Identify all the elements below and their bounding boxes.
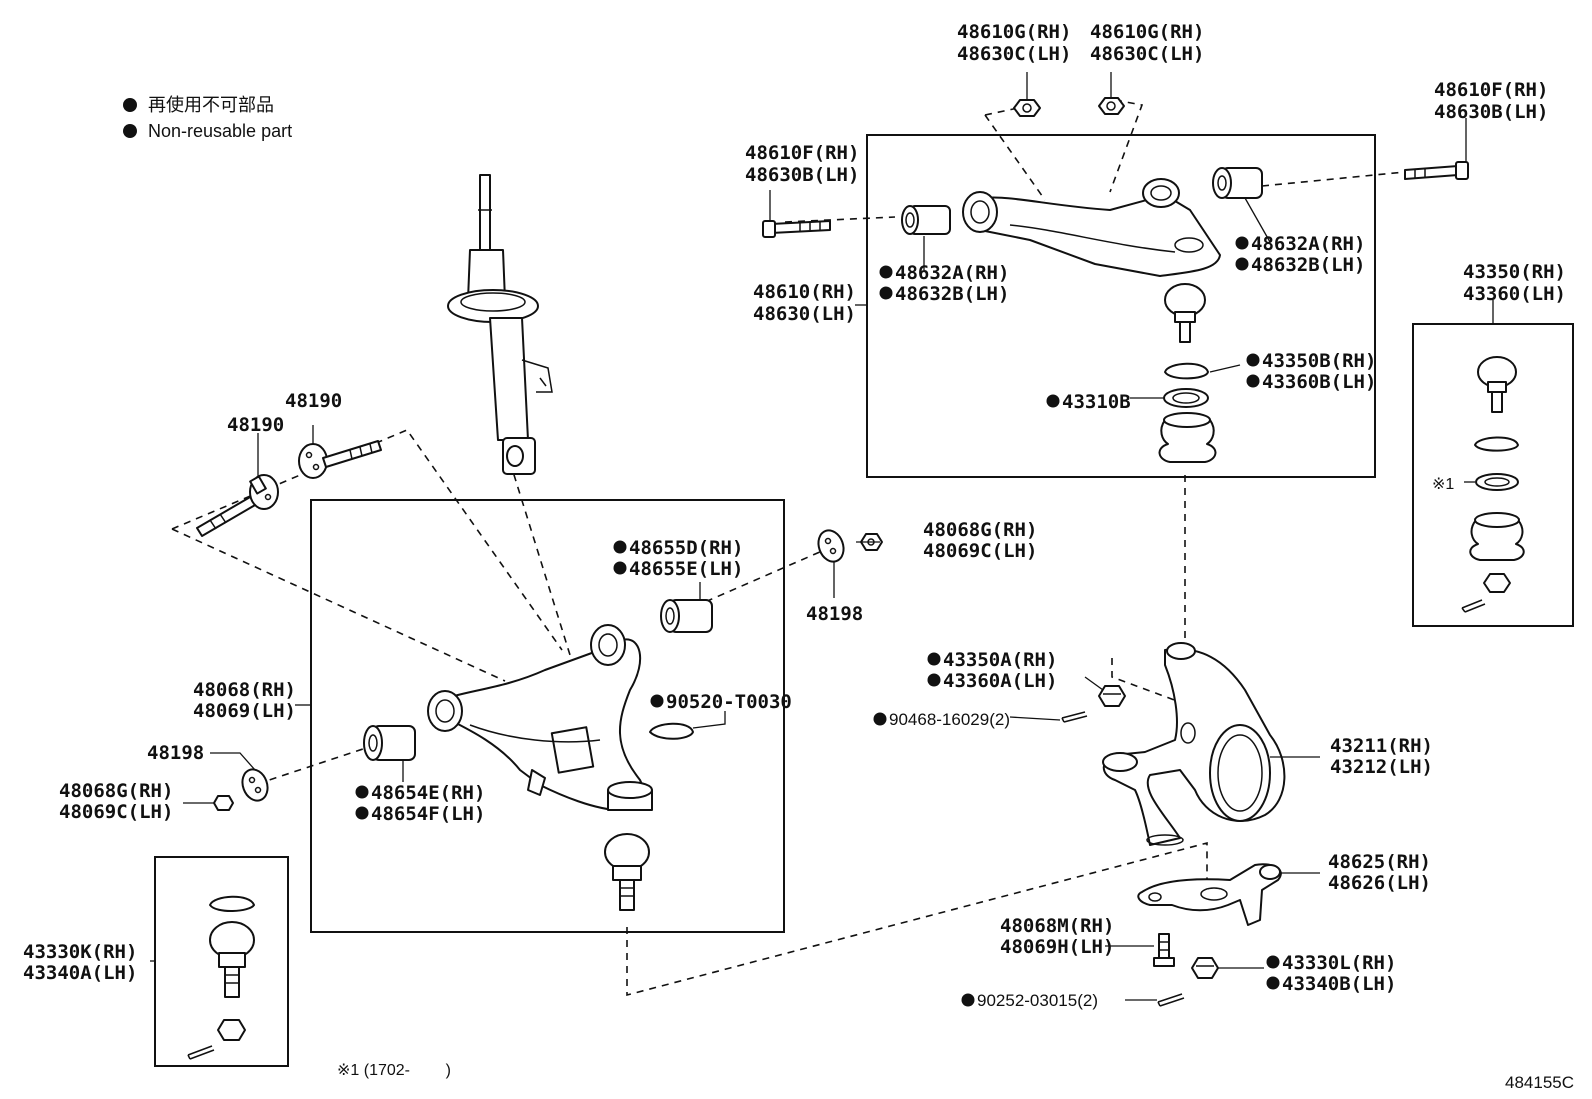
labels: 48610G(RH) 48630C(LH) 48610G(RH) 48630C(… [23, 21, 1577, 1092]
kit-ball-joint [1461, 356, 1525, 613]
svg-text:48632A(RH) 48632B(LH): 48632A(RH) 48632B(LH) [1251, 233, 1377, 276]
cotter-pin [1157, 993, 1185, 1007]
upper-nut-1-label: 48610G(RH) 48630C(LH) [957, 21, 1083, 65]
cam-nut-left [213, 795, 234, 811]
rear-bush-label: 48655D(RH) 48655E(LH) [613, 537, 755, 580]
upper-bush-left-label: 48632A(RH) 48632B(LH) [879, 262, 1021, 305]
upper-nut-2 [1098, 97, 1125, 115]
lower-ball-joint [604, 833, 650, 911]
legend: 再使用不可部品 Non-reusable part [123, 95, 292, 141]
upper-arm-box [866, 134, 1376, 478]
snap-ring-lower-label: 90520-T0030 [650, 691, 792, 713]
cam-plate-right-label: 48198 [806, 603, 863, 625]
reference-lines [171, 99, 1406, 997]
strut-bolt-2-label: 48190 [285, 390, 342, 412]
svg-text:43350B(RH) 43360B(LH): 43350B(RH) 43360B(LH) [1262, 350, 1388, 393]
upper-boot [1158, 412, 1217, 463]
lower-ball-nut-label: 43330L(RH) 43340B(LH) [1266, 952, 1408, 995]
strut-bolt-1 [196, 474, 279, 537]
upper-bolt-right-label: 48610F(RH) 48630B(LH) [1434, 79, 1560, 123]
upper-ball-joint [1164, 283, 1206, 343]
upper-arm [962, 178, 1221, 277]
knuckle-nut-label: 43350A(RH) 43360A(LH) [927, 649, 1069, 692]
svg-text:43350A(RH) 43360A(LH): 43350A(RH) 43360A(LH) [943, 649, 1069, 692]
upper-nut-2-label: 48610G(RH) 48630C(LH) [1090, 21, 1216, 65]
strut-bolt-1-label: 48190 [227, 414, 284, 436]
rear-bush [660, 599, 713, 633]
upper-bolt-left [762, 220, 831, 238]
box-lower-ball-joint [187, 895, 255, 1060]
svg-text:90468-16029(2): 90468-16029(2) [889, 710, 1010, 729]
lower-arm-label: 48068(RH) 48069(LH) [193, 679, 307, 722]
lower-snap-ring [649, 722, 694, 740]
cam-plate-left-label: 48198 [147, 742, 204, 764]
kit-note-mark: ※1 [1432, 476, 1454, 493]
knuckle-label: 43211(RH) 43212(LH) [1330, 735, 1444, 778]
upper-bush-left [901, 205, 951, 235]
upper-bolt-left-label: 48610F(RH) 48630B(LH) [745, 142, 871, 186]
shock-absorber [447, 174, 553, 475]
upper-bush-right [1212, 167, 1263, 199]
legend-bullet-en [123, 124, 137, 138]
svg-text:90252-03015(2): 90252-03015(2) [977, 991, 1098, 1010]
arm-bolt-label: 48068M(RH) 48069H(LH) [1000, 915, 1126, 958]
upper-arm-label: 48610(RH) 48630(LH) [753, 281, 867, 325]
svg-text:48655D(RH) 48655E(LH): 48655D(RH) 48655E(LH) [629, 537, 755, 580]
upper-bolt-right [1404, 161, 1469, 180]
svg-text:43310B: 43310B [1062, 391, 1131, 413]
upper-ring-label: 43310B [1046, 391, 1131, 413]
cotter-pin-label: 90252-03015(2) [961, 991, 1098, 1010]
lower-ball-joint-label: 43330K(RH) 43340A(LH) [23, 941, 149, 984]
cam-nut-right-label: 48068G(RH) 48069C(LH) [923, 519, 1049, 562]
ball-joint-kit-label: 43350(RH) 43360(LH) [1463, 261, 1577, 305]
knuckle-pin [1061, 711, 1088, 723]
lower-ball-nut [1191, 957, 1219, 979]
legend-bullet-jp [123, 98, 137, 112]
svg-text:90520-T0030: 90520-T0030 [666, 691, 792, 713]
knuckle-nut [1098, 685, 1126, 707]
lower-arm-box [310, 499, 785, 933]
upper-nut-1 [1013, 99, 1041, 117]
cam-plate-left [241, 768, 269, 802]
drawing-code: 484155C [1505, 1073, 1574, 1092]
steering-arm [1137, 863, 1282, 926]
upper-ring [1163, 388, 1209, 408]
upper-snap-ring-label: 43350B(RH) 43360B(LH) [1246, 350, 1388, 393]
front-bush-label: 48654E(RH) 48654F(LH) [355, 782, 497, 825]
steering-arm-label: 48625(RH) 48626(LH) [1328, 851, 1442, 894]
svg-text:48632A(RH) 48632B(LH): 48632A(RH) 48632B(LH) [895, 262, 1021, 305]
knuckle [1102, 642, 1286, 846]
upper-bush-right-label: 48632A(RH) 48632B(LH) [1235, 233, 1377, 276]
legend-en-text: Non-reusable part [148, 121, 292, 141]
footnote: ※1 (1702- ) [337, 1062, 451, 1079]
lower-arm [427, 624, 653, 811]
front-bush [363, 725, 416, 761]
upper-snap-ring [1164, 362, 1209, 380]
cam-nut-left-label: 48068G(RH) 48069C(LH) [59, 780, 185, 823]
cam-plate-right [817, 529, 845, 563]
svg-text:43330L(RH) 43340B(LH): 43330L(RH) 43340B(LH) [1282, 952, 1408, 995]
arm-bolt [1153, 933, 1175, 967]
legend-jp-text: 再使用不可部品 [148, 95, 274, 115]
strut-bolt-2 [298, 440, 382, 479]
knuckle-pin-label: 90468-16029(2) [873, 710, 1010, 729]
leader-lines [150, 72, 1494, 1001]
svg-text:48654E(RH) 48654F(LH): 48654E(RH) 48654F(LH) [371, 782, 497, 825]
